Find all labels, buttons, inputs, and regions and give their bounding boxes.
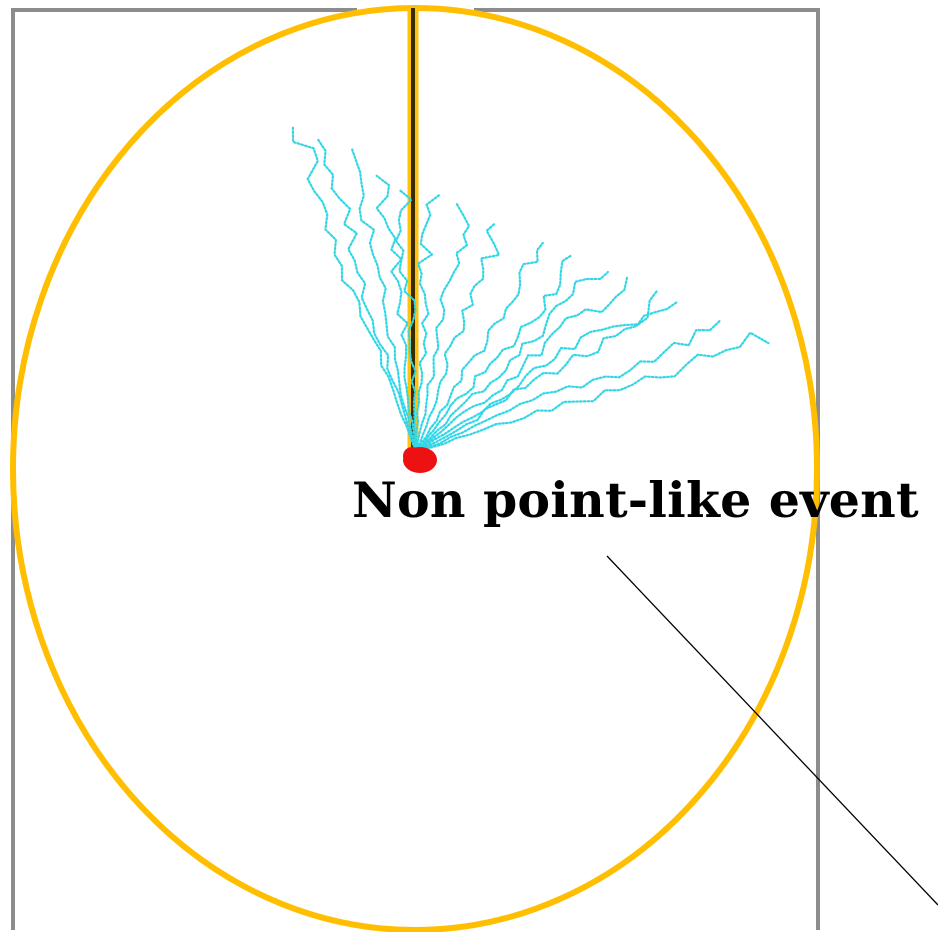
particle-track bbox=[414, 319, 721, 454]
particle-track bbox=[414, 270, 609, 454]
particle-track bbox=[414, 194, 440, 454]
particle-track bbox=[291, 126, 418, 454]
particle-track bbox=[375, 174, 418, 454]
particle-track bbox=[414, 301, 678, 454]
particle-track bbox=[414, 331, 770, 454]
annotation-label: Non point-like event bbox=[352, 471, 919, 529]
particle-track bbox=[317, 138, 418, 454]
particle-track bbox=[414, 202, 471, 454]
annotation-pointer bbox=[606, 555, 938, 906]
event-vertex bbox=[403, 447, 437, 473]
vertex-blob-lobe bbox=[403, 447, 421, 465]
particle-track bbox=[414, 275, 629, 454]
particle-track bbox=[351, 148, 418, 454]
particle-track bbox=[414, 290, 658, 454]
particle-track bbox=[414, 254, 572, 454]
particle-track bbox=[414, 241, 544, 454]
particle-tracks bbox=[291, 126, 770, 454]
particle-track bbox=[414, 222, 501, 454]
particle-track bbox=[394, 189, 418, 454]
